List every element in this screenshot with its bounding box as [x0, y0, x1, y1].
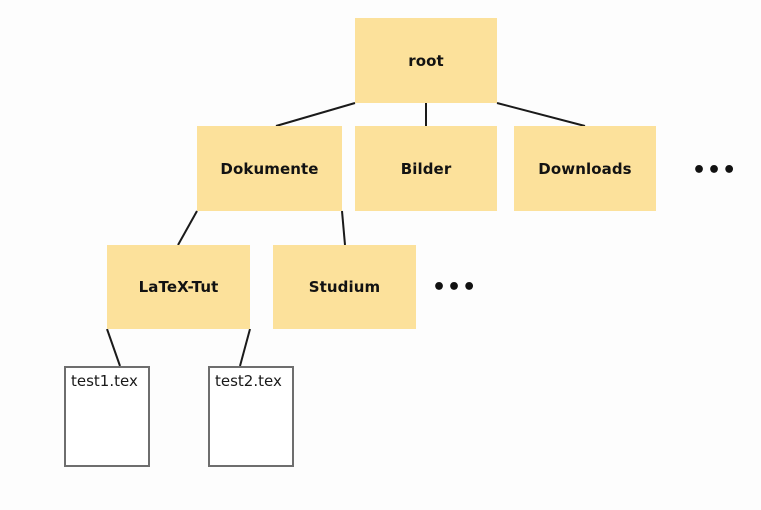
node-label: root: [408, 51, 444, 70]
folder-node-downloads[interactable]: Downloads: [514, 126, 656, 211]
folder-node-latex-tut[interactable]: LaTeX-Tut: [107, 245, 250, 329]
folder-node-root[interactable]: root: [355, 18, 497, 103]
folder-node-bilder[interactable]: Bilder: [355, 126, 497, 211]
tree-edge-latex-tut-to-test2: [239, 328, 251, 367]
tree-edge-dokumente-to-latex-tut: [177, 210, 198, 246]
node-label: LaTeX-Tut: [138, 278, 219, 296]
file-node-test2[interactable]: test2.tex: [208, 366, 294, 467]
node-label: test1.tex: [71, 372, 138, 390]
tree-edge-latex-tut-to-test1: [106, 328, 121, 367]
node-label: Studium: [308, 278, 381, 296]
file-node-test1[interactable]: test1.tex: [64, 366, 150, 467]
folder-node-dokumente[interactable]: Dokumente: [197, 126, 342, 211]
node-label: test2.tex: [215, 372, 282, 390]
edge-layer: [106, 102, 586, 367]
node-label: Downloads: [538, 159, 632, 178]
node-label: Bilder: [400, 159, 452, 178]
folder-node-studium[interactable]: Studium: [273, 245, 416, 329]
tree-edge-dokumente-to-studium: [341, 210, 346, 246]
tree-edge-root-to-dokumente: [275, 102, 356, 127]
ellipsis-level-2: •••: [432, 275, 478, 300]
node-label: Dokumente: [220, 159, 319, 178]
tree-edge-root-to-downloads: [496, 102, 586, 127]
ellipsis-level-1: •••: [692, 158, 738, 183]
